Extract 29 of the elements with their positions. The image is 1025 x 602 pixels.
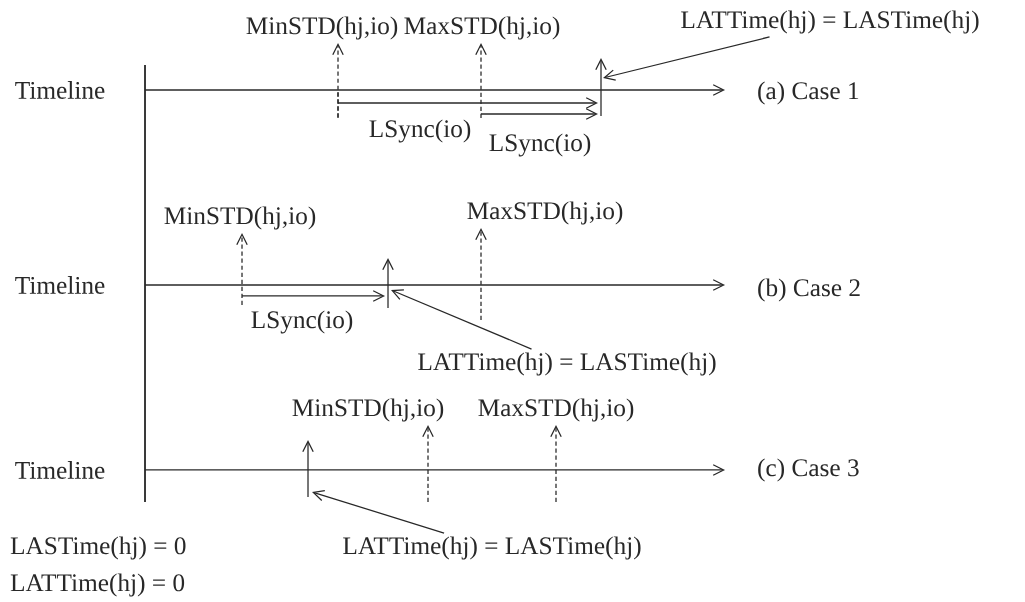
time-label: LATTime(hj) = LASTime(hj) bbox=[418, 352, 716, 376]
time-label: MinSTD(hj,io) bbox=[292, 398, 444, 422]
marker-arrow bbox=[475, 227, 487, 321]
case-label: (a) Case 1 bbox=[758, 81, 859, 105]
leader-arrow bbox=[391, 289, 533, 350]
time-label: MinSTD(hj,io) bbox=[164, 206, 316, 230]
duration-label: LSync(io) bbox=[489, 133, 591, 157]
time-label: MinSTD(hj,io) bbox=[246, 16, 398, 40]
axis-label: Timeline bbox=[15, 276, 105, 294]
duration-label: LSync(io) bbox=[369, 119, 471, 143]
axis-label: Timeline bbox=[15, 461, 105, 479]
leader-arrow bbox=[603, 36, 771, 81]
axis-label: Timeline bbox=[15, 81, 105, 99]
case-label: (b) Case 2 bbox=[758, 278, 860, 302]
case-label: (c) Case 3 bbox=[758, 458, 859, 482]
marker-arrow bbox=[422, 424, 434, 503]
time-label: MaxSTD(hj,io) bbox=[478, 398, 634, 422]
marker-arrow bbox=[550, 424, 562, 503]
duration-label: LSync(io) bbox=[251, 310, 353, 334]
condition-label: LASTime(hj) = 0 bbox=[10, 536, 186, 560]
time-label: LATTime(hj) = LASTime(hj) bbox=[343, 536, 641, 560]
leader-arrow bbox=[312, 489, 445, 534]
time-label: MaxSTD(hj,io) bbox=[467, 201, 623, 225]
time-label: MaxSTD(hj,io) bbox=[404, 16, 560, 40]
marker-arrow bbox=[236, 232, 248, 306]
marker-arrow bbox=[332, 42, 344, 119]
condition-label: LATTime(hj) = 0 bbox=[10, 573, 185, 597]
time-label: LATTime(hj) = LASTime(hj) bbox=[681, 10, 979, 34]
marker-arrow bbox=[475, 42, 487, 119]
